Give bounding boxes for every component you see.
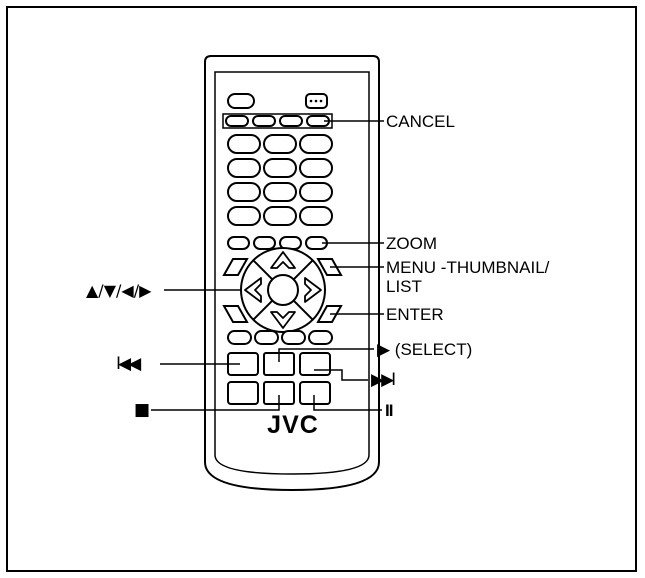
numeric-button-6[interactable] <box>299 158 333 178</box>
enter-button[interactable] <box>316 305 343 323</box>
small-button-3[interactable] <box>279 115 303 127</box>
small-button-4[interactable] <box>227 236 250 250</box>
up-arrow-icon[interactable] <box>270 251 296 269</box>
next-label: ▶▶I <box>371 370 396 390</box>
right-arrow-icon[interactable] <box>304 277 322 303</box>
numeric-button-8[interactable] <box>263 182 297 202</box>
small-button-1[interactable] <box>225 115 249 127</box>
previous-label: I◀◀ <box>116 354 141 374</box>
small-button-10[interactable] <box>308 330 333 345</box>
cursor-arrow-icons <box>244 251 322 329</box>
select-label: ▶ (SELECT) <box>377 340 473 359</box>
cancel-label: CANCEL <box>386 112 455 131</box>
small-button-7[interactable] <box>227 330 252 345</box>
numeric-button-4[interactable] <box>227 158 261 178</box>
callout-lines <box>151 120 384 411</box>
pause-label: II <box>385 401 394 420</box>
navigation-ring[interactable] <box>240 247 326 333</box>
numeric-button-11[interactable] <box>263 206 297 226</box>
numeric-button-7[interactable] <box>227 182 261 202</box>
figure-frame <box>6 6 637 572</box>
remote-body <box>204 55 380 492</box>
enter-label: ENTER <box>386 305 444 324</box>
small-button-5[interactable] <box>253 236 276 250</box>
down-arrow-icon[interactable] <box>270 311 296 329</box>
left-arrow-icon[interactable] <box>244 277 262 303</box>
top-left-button[interactable] <box>222 258 249 276</box>
numeric-button-9[interactable] <box>299 182 333 202</box>
numeric-button-1[interactable] <box>227 134 261 154</box>
small-button-2[interactable] <box>252 115 276 127</box>
numeric-button-12[interactable] <box>299 206 333 226</box>
arrows-label: ▲/▼/◀/▶ <box>86 281 152 300</box>
numeric-button-5[interactable] <box>263 158 297 178</box>
pause-button[interactable] <box>299 381 331 405</box>
numeric-button-10[interactable] <box>227 206 261 226</box>
jvc-logo: JVC <box>267 411 319 439</box>
small-button-8[interactable] <box>254 330 279 345</box>
next-button[interactable] <box>299 352 331 376</box>
numeric-button-3[interactable] <box>299 134 333 154</box>
bottom-left-transport-button[interactable] <box>227 381 259 405</box>
menu-thumbnail-label: MENU -THUMBNAIL/ <box>386 258 550 277</box>
small-button-9[interactable] <box>281 330 306 345</box>
zoom-label: ZOOM <box>386 234 437 253</box>
bottom-left-button[interactable] <box>222 305 249 323</box>
numeric-button-2[interactable] <box>263 134 297 154</box>
standby-button[interactable] <box>227 93 255 109</box>
display-icon <box>309 99 323 103</box>
stop-label: ■ <box>134 400 151 420</box>
list-label: LIST <box>386 277 422 296</box>
menu-button[interactable] <box>316 258 343 276</box>
